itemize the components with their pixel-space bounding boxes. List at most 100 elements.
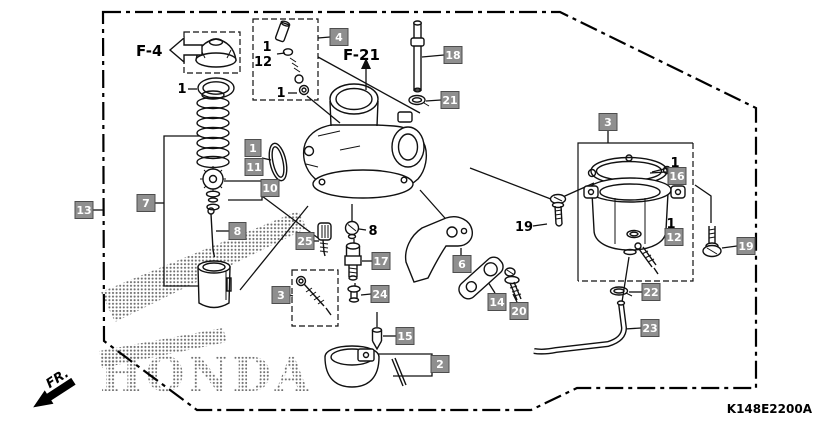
svg-text:4: 4 bbox=[335, 31, 343, 44]
callout-13[interactable]: 13 bbox=[74, 201, 94, 219]
bracket-plate bbox=[458, 256, 504, 300]
callout-19[interactable]: 19 bbox=[736, 237, 756, 255]
svg-text:20: 20 bbox=[511, 305, 527, 318]
diagram-code: K148E2200A bbox=[727, 402, 813, 416]
float-pin bbox=[391, 357, 407, 387]
callout-6[interactable]: 6 bbox=[452, 255, 472, 273]
main-jet bbox=[344, 220, 360, 240]
chamber-oring bbox=[626, 229, 642, 239]
svg-text:15: 15 bbox=[397, 330, 412, 343]
svg-text:13: 13 bbox=[76, 204, 91, 217]
carburetor-body bbox=[302, 83, 427, 199]
svg-text:25: 25 bbox=[297, 235, 312, 248]
air-screw-set-box bbox=[291, 269, 339, 327]
callout-3-air-screw-set[interactable]: 3 bbox=[271, 286, 291, 304]
svg-text:21: 21 bbox=[442, 94, 457, 107]
callout-22[interactable]: 22 bbox=[641, 283, 661, 301]
drain-screw bbox=[634, 242, 659, 275]
top-cover bbox=[195, 38, 237, 68]
svg-text:14: 14 bbox=[489, 296, 505, 309]
f21-label: F-21 bbox=[343, 46, 380, 64]
body-oring bbox=[268, 142, 288, 182]
needle-clip-parts bbox=[205, 190, 221, 211]
callout-18[interactable]: 18 bbox=[443, 46, 463, 64]
float-chamber-cup bbox=[583, 177, 686, 256]
callout-16[interactable]: 16 bbox=[667, 167, 687, 185]
diagram-frame bbox=[101, 10, 758, 412]
float-valve bbox=[371, 327, 383, 351]
svg-text:8: 8 bbox=[234, 225, 242, 238]
f4-label: F-4 bbox=[136, 42, 162, 60]
cover-oring bbox=[197, 77, 235, 99]
svg-text:7: 7 bbox=[142, 197, 150, 210]
honda-watermark-text: HONDA bbox=[100, 348, 313, 403]
view-ref-f21: F-21 bbox=[343, 46, 380, 90]
plain-callout-1-cover-oring: 1 bbox=[177, 82, 186, 97]
slow-jet bbox=[347, 285, 361, 303]
plain-callout-1-needle-ring: 1 bbox=[276, 86, 285, 101]
throttle-stop-screw bbox=[317, 222, 332, 257]
callout-23[interactable]: 23 bbox=[640, 319, 660, 337]
jet-needle bbox=[207, 207, 216, 258]
plain-callout-1-gasket: 1 bbox=[670, 156, 679, 171]
svg-text:10: 10 bbox=[262, 182, 278, 195]
view-ref-f4: F-4 bbox=[136, 36, 203, 64]
svg-text:1: 1 bbox=[249, 142, 257, 155]
svg-text:19: 19 bbox=[738, 240, 753, 253]
callout-4[interactable]: 4 bbox=[329, 28, 349, 46]
callout-8[interactable]: 8 bbox=[228, 222, 247, 240]
callout-17[interactable]: 17 bbox=[371, 252, 391, 270]
callout-14[interactable]: 14 bbox=[487, 293, 507, 311]
callout-25[interactable]: 25 bbox=[295, 232, 315, 250]
svg-text:12: 12 bbox=[666, 231, 681, 244]
float bbox=[324, 345, 380, 388]
svg-text:23: 23 bbox=[642, 322, 657, 335]
callout-20[interactable]: 20 bbox=[509, 302, 529, 320]
callout-10[interactable]: 10 bbox=[260, 179, 280, 197]
throttle-arm bbox=[404, 216, 473, 283]
callout-2[interactable]: 2 bbox=[430, 355, 450, 373]
f4-arrow-icon bbox=[168, 36, 203, 64]
boxed-callouts: 4 18 21 3 16 12 19 22 bbox=[74, 28, 756, 373]
callout-21[interactable]: 21 bbox=[440, 91, 460, 109]
callout-3-chamber-set[interactable]: 3 bbox=[598, 113, 618, 131]
svg-text:17: 17 bbox=[373, 255, 388, 268]
chamber-screw-left bbox=[549, 193, 567, 227]
spring-seat bbox=[200, 166, 226, 192]
drain-tube bbox=[533, 300, 628, 355]
plain-callout-1-needle-set: 1 bbox=[262, 40, 271, 55]
needle-jet-holder bbox=[344, 242, 362, 281]
bracket-screw bbox=[504, 267, 522, 301]
callout-15[interactable]: 15 bbox=[395, 327, 415, 345]
throttle-valve bbox=[197, 260, 232, 309]
needle-set-box bbox=[252, 18, 319, 101]
tube-clip bbox=[408, 94, 430, 107]
svg-text:6: 6 bbox=[458, 258, 466, 271]
svg-text:16: 16 bbox=[669, 170, 685, 183]
svg-text:18: 18 bbox=[445, 49, 460, 62]
svg-text:11: 11 bbox=[246, 161, 261, 174]
fr-arrow-icon bbox=[33, 377, 76, 408]
air-screw-set bbox=[295, 275, 332, 316]
callout-12[interactable]: 12 bbox=[664, 228, 684, 246]
sealing-clip bbox=[609, 286, 633, 297]
svg-text:2: 2 bbox=[436, 358, 444, 371]
f21-arrow-icon bbox=[361, 58, 371, 69]
fuel-tube bbox=[410, 20, 425, 93]
front-direction-indicator: FR. bbox=[33, 366, 76, 408]
chamber-screw-right bbox=[702, 226, 722, 258]
callout-11[interactable]: 11 bbox=[244, 158, 264, 176]
callout-24[interactable]: 24 bbox=[370, 285, 390, 303]
svg-text:22: 22 bbox=[643, 286, 658, 299]
svg-text:24: 24 bbox=[372, 288, 388, 301]
plain-callout-1-oring: 1 bbox=[666, 217, 675, 232]
throttle-spring bbox=[196, 90, 230, 169]
needle-valve-set bbox=[274, 20, 310, 96]
float-chamber-set-box bbox=[577, 142, 694, 282]
callout-1[interactable]: 1 bbox=[244, 139, 262, 157]
plain-callouts: 1 1 12 1 19 8 1 1 bbox=[177, 40, 679, 239]
plain-callout-19-screw: 19 bbox=[515, 220, 533, 235]
svg-text:3: 3 bbox=[277, 289, 285, 302]
callout-7[interactable]: 7 bbox=[136, 194, 156, 212]
